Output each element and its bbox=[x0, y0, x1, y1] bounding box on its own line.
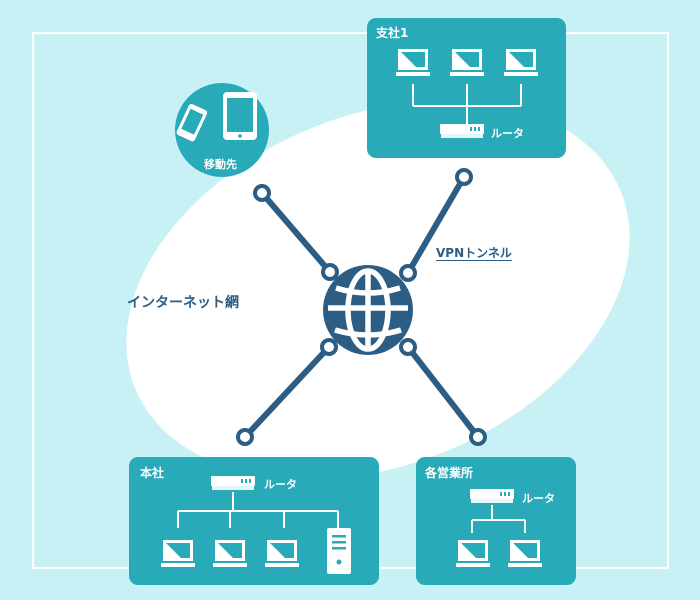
tunnel-end-nodes bbox=[236, 168, 487, 446]
smartphone-icon bbox=[176, 103, 208, 142]
node-mobile bbox=[253, 184, 271, 202]
laptop-icon bbox=[396, 49, 430, 76]
laptop-icon bbox=[504, 49, 538, 76]
branch1-title: 支社1 bbox=[376, 26, 409, 40]
node-inner-tr bbox=[399, 264, 417, 282]
internet-label: インターネット網 bbox=[127, 295, 239, 311]
router-icon bbox=[470, 489, 514, 503]
headquarters-title: 本社 bbox=[140, 466, 165, 480]
tunnel-line-headquarters bbox=[242, 344, 332, 440]
laptop-icon bbox=[456, 540, 490, 567]
branch1-router-label: ルータ bbox=[491, 127, 524, 140]
router-icon bbox=[211, 476, 255, 490]
laptop-icon bbox=[213, 540, 247, 567]
vpn-tunnel-label: VPNトンネル bbox=[436, 246, 512, 260]
sales-offices-title: 各営業所 bbox=[425, 466, 474, 480]
mobile-label: 移動先 bbox=[204, 158, 237, 171]
router-icon bbox=[440, 124, 484, 138]
node-inner-tl bbox=[321, 263, 339, 281]
vpn-tunnel-lines bbox=[242, 174, 481, 440]
headquarters-box bbox=[129, 457, 379, 585]
node-sales-offices bbox=[469, 428, 487, 446]
node-branch1 bbox=[455, 168, 473, 186]
laptop-icon bbox=[450, 49, 484, 76]
branch1-box bbox=[367, 18, 566, 158]
tunnel-line-sales-offices bbox=[405, 344, 481, 440]
node-inner-bl bbox=[320, 338, 338, 356]
laptop-icon bbox=[161, 540, 195, 567]
mobile-circle bbox=[175, 83, 269, 177]
laptop-icon bbox=[508, 540, 542, 567]
tunnel-line-branch1 bbox=[405, 174, 467, 276]
laptop-icon bbox=[265, 540, 299, 567]
tunnel-line-mobile bbox=[259, 190, 333, 275]
server-tower-icon bbox=[327, 528, 351, 574]
sales-offices-box bbox=[416, 457, 576, 585]
tablet-icon bbox=[223, 92, 257, 140]
node-headquarters bbox=[236, 428, 254, 446]
globe-icon bbox=[323, 265, 413, 355]
node-inner-br bbox=[399, 338, 417, 356]
headquarters-router-label: ルータ bbox=[264, 478, 297, 491]
sales-offices-router-label: ルータ bbox=[522, 492, 555, 505]
